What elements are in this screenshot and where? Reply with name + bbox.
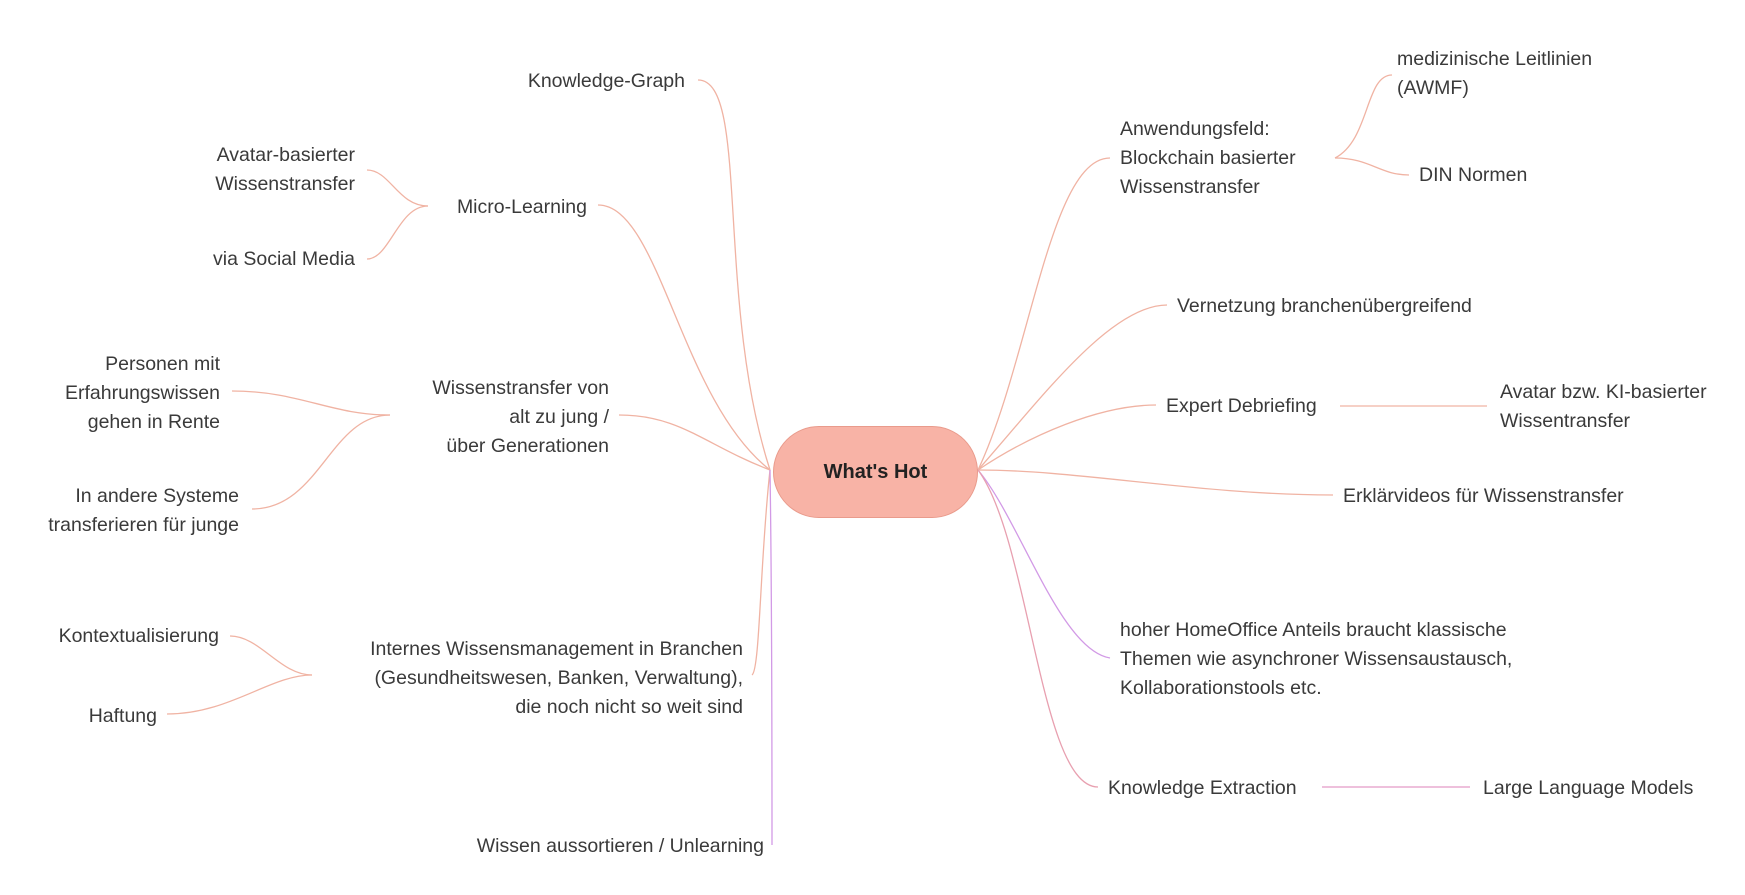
subtopic-kontextualisierung[interactable]: Kontextualisierung	[58, 625, 219, 647]
edge-generationen	[618, 414, 771, 471]
edge-internes	[751, 469, 771, 676]
topic-expert-debriefing[interactable]: Expert Debriefing	[1166, 395, 1317, 417]
topic-internes-wissensmanagement[interactable]: Internes Wissensmanagement in Branchen (…	[370, 638, 743, 718]
central-topic-label: What's Hot	[823, 460, 928, 483]
edge-social-media	[366, 205, 429, 260]
edge-din	[1334, 157, 1410, 176]
central-topic[interactable]: What's Hot	[773, 426, 978, 518]
subtopic-din-normen[interactable]: DIN Normen	[1419, 164, 1528, 186]
subtopic-haftung[interactable]: Haftung	[88, 705, 157, 727]
topic-blockchain[interactable]: Anwendungsfeld: Blockchain basierter Wis…	[1120, 118, 1296, 198]
edge-knowledge-graph	[697, 79, 771, 471]
subtopic-personen-rente[interactable]: Personen mit Erfahrungswissen gehen in R…	[65, 353, 220, 433]
edge-avatar	[366, 169, 429, 207]
subtopic-avatar-ki[interactable]: Avatar bzw. KI-basierter Wissentransfer	[1500, 381, 1707, 432]
edge-vernetzung	[977, 304, 1168, 471]
subtopic-large-language-models[interactable]: Large Language Models	[1483, 777, 1694, 799]
topic-erklaervideos[interactable]: Erklärvideos für Wissenstransfer	[1343, 485, 1624, 507]
edge-andere-systeme	[251, 414, 391, 510]
edge-debriefing	[977, 404, 1157, 471]
topic-micro-learning[interactable]: Micro-Learning	[456, 196, 587, 218]
edge-blockchain	[977, 157, 1111, 471]
subtopic-avatar-wissenstransfer[interactable]: Avatar-basierter Wissenstransfer	[215, 144, 355, 195]
topic-knowledge-extraction[interactable]: Knowledge Extraction	[1108, 777, 1297, 799]
subtopic-andere-systeme[interactable]: In andere Systeme transferieren für jung…	[48, 485, 239, 536]
topic-wissenstransfer-generationen[interactable]: Wissenstransfer von alt zu jung / über G…	[432, 377, 609, 457]
topic-unlearning[interactable]: Wissen aussortieren / Unlearning	[476, 835, 764, 857]
edge-kontextualisierung	[229, 635, 313, 676]
edge-personen	[231, 390, 391, 416]
edge-micro-learning	[597, 204, 771, 471]
edge-homeoffice	[977, 469, 1111, 659]
subtopic-leitlinien[interactable]: medizinische Leitlinien (AWMF)	[1397, 48, 1593, 99]
topic-homeoffice[interactable]: hoher HomeOffice Anteils braucht klassis…	[1120, 619, 1513, 699]
edge-haftung	[166, 674, 313, 715]
edge-leitlinien	[1334, 74, 1393, 159]
edge-knowledge-extraction	[977, 469, 1099, 788]
edge-erklaervideos	[977, 469, 1334, 496]
subtopic-social-media[interactable]: via Social Media	[213, 248, 355, 270]
edge-unlearning	[769, 469, 773, 846]
topic-vernetzung[interactable]: Vernetzung branchenübergreifend	[1177, 295, 1472, 317]
topic-knowledge-graph[interactable]: Knowledge-Graph	[527, 70, 685, 92]
